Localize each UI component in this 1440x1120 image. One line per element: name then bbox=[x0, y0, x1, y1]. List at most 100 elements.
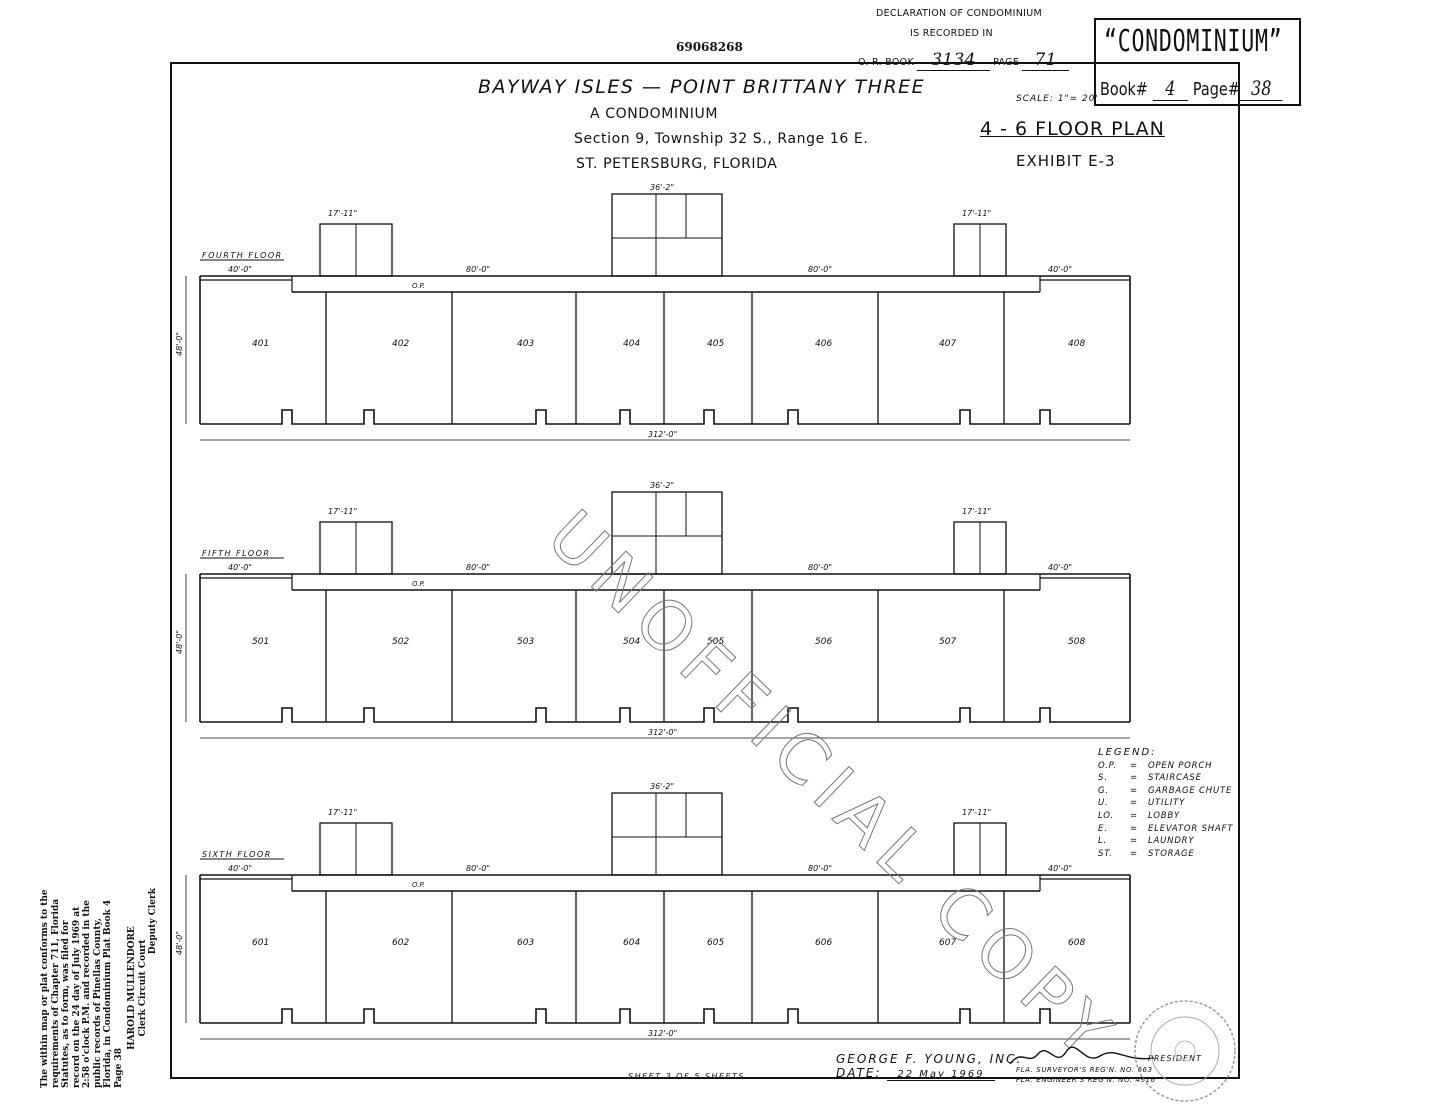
total-length-dim: 312'-0" bbox=[648, 430, 677, 439]
total-length-dim: 312'-0" bbox=[648, 1029, 677, 1038]
condominium-stamp: “CONDOMINIUM” Book# 4 Page#38 bbox=[1094, 18, 1301, 106]
certification-text: The within map or plat conforms to the r… bbox=[40, 889, 124, 1088]
deputy-clerk: Deputy Clerk bbox=[148, 888, 158, 955]
legend-item: U.=UTILITY bbox=[1098, 798, 1186, 809]
mid-run-dim: 80'-0" bbox=[466, 265, 490, 274]
declaration-line-1: DECLARATION OF CONDOMINIUM bbox=[876, 8, 1042, 19]
stamp-page-value: 38 bbox=[1239, 76, 1283, 101]
plan-title: 4 - 6 FLOOR PLAN bbox=[980, 118, 1165, 140]
or-book-value: 3134 bbox=[917, 50, 990, 71]
unit-number: 402 bbox=[392, 339, 409, 349]
legend-title: LEGEND: bbox=[1098, 747, 1157, 758]
unit-number: 608 bbox=[1068, 938, 1085, 948]
core-width-dim: 36'-2" bbox=[650, 183, 674, 192]
legend-item: O.P.=OPEN PORCH bbox=[1098, 760, 1213, 771]
total-length-dim: 312'-0" bbox=[648, 728, 677, 737]
project-title: BAYWAY ISLES — POINT BRITTANY THREE bbox=[478, 76, 926, 98]
legend-item: G.=GARBAGE CHUTE bbox=[1098, 785, 1233, 796]
legend: LEGEND: O.P.=OPEN PORCH S.=STAIRCASE G.=… bbox=[1098, 747, 1233, 860]
unit-number: 408 bbox=[1068, 339, 1085, 349]
scale-note: SCALE: 1"= 20' bbox=[1016, 94, 1099, 104]
date-label: DATE: bbox=[836, 1066, 882, 1080]
unit-number: 506 bbox=[815, 637, 832, 647]
stair-width-dim: 17'-11" bbox=[962, 507, 991, 516]
end-wing-dim: 40'-0" bbox=[228, 864, 252, 873]
sheet-number: SHEET 3 OF 5 SHEETS bbox=[628, 1072, 746, 1081]
exhibit-label: EXHIBIT E-3 bbox=[1016, 152, 1116, 170]
stamp-book-value: 4 bbox=[1152, 76, 1189, 101]
mid-run-dim: 80'-0" bbox=[808, 563, 832, 572]
stamp-book-row: Book# 4 Page#38 bbox=[1100, 76, 1283, 101]
end-wing-dim: 40'-0" bbox=[228, 265, 252, 274]
unit-number: 401 bbox=[252, 339, 269, 349]
building-outline bbox=[200, 409, 1130, 425]
president-title: PRESIDENT bbox=[1148, 1054, 1202, 1063]
date-value: 22 May 1969 bbox=[887, 1069, 995, 1081]
engineer-seal bbox=[1134, 1000, 1236, 1102]
unit-number: 407 bbox=[939, 339, 956, 349]
floor-label: FOURTH FLOOR bbox=[202, 251, 283, 260]
unit-number: 502 bbox=[392, 637, 409, 647]
legend-item: ST.=STORAGE bbox=[1098, 848, 1195, 859]
unit-number: 607 bbox=[939, 938, 956, 948]
drawing-border bbox=[170, 62, 1240, 1079]
porch-label: O.P. bbox=[412, 282, 425, 290]
depth-dim: 48'-0" bbox=[175, 332, 184, 356]
mid-run-dim: 80'-0" bbox=[466, 864, 490, 873]
floor-plan: 501 502 503 504 505 506 507 508 17'-11" 17'-11" 36… bbox=[175, 481, 1131, 739]
depth-dim: 48'-0" bbox=[175, 931, 184, 955]
drawing-date: DATE: 22 May 1969 bbox=[836, 1066, 995, 1081]
unit-number: 404 bbox=[623, 339, 640, 349]
legal-section: Section 9, Township 32 S., Range 16 E. bbox=[574, 131, 869, 147]
surveyor-reg: FLA. SURVEYOR'S REG'N. NO. 663 bbox=[1016, 1066, 1153, 1074]
unit-number: 508 bbox=[1068, 637, 1085, 647]
condo-type: A CONDOMINIUM bbox=[590, 106, 719, 122]
porch-label: O.P. bbox=[412, 881, 425, 889]
floor-label: SIXTH FLOOR bbox=[202, 850, 272, 859]
unofficial-copy-watermark: UNOFFICIAL COPY bbox=[532, 496, 1132, 1079]
legend-item: LO.=LOBBY bbox=[1098, 810, 1180, 821]
city-state: ST. PETERSBURG, FLORIDA bbox=[576, 156, 778, 172]
unit-number: 606 bbox=[815, 938, 832, 948]
core-width-dim: 36'-2" bbox=[650, 782, 674, 791]
clerk-title: Clerk Circuit Court bbox=[137, 939, 148, 1037]
stair-width-dim: 17'-11" bbox=[328, 209, 357, 218]
unit-number: 507 bbox=[939, 637, 956, 647]
stair-width-dim: 17'-11" bbox=[328, 507, 357, 516]
firm-name: GEORGE F. YOUNG, INC. bbox=[836, 1052, 1023, 1066]
end-wing-dim: 40'-0" bbox=[1048, 265, 1072, 274]
elevator-core bbox=[611, 491, 723, 575]
legend-item: E.=ELEVATOR SHAFT bbox=[1098, 823, 1234, 834]
clerk-certification: The within map or plat conforms to the r… bbox=[40, 888, 159, 1088]
or-page-value: 71 bbox=[1022, 50, 1069, 71]
unit-number: 603 bbox=[517, 938, 534, 948]
elevator-core bbox=[611, 792, 723, 876]
stair-width-dim: 17'-11" bbox=[328, 808, 357, 817]
unit-number: 605 bbox=[707, 938, 724, 948]
building-outline bbox=[200, 707, 1130, 723]
declaration-line-2: IS RECORDED IN bbox=[910, 28, 993, 39]
document-number: 69068268 bbox=[676, 40, 743, 54]
end-wing-dim: 40'-0" bbox=[1048, 864, 1072, 873]
unit-number: 501 bbox=[252, 637, 269, 647]
stamp-book-label: Book# bbox=[1100, 79, 1148, 100]
president-signature bbox=[1009, 1046, 1155, 1065]
mid-run-dim: 80'-0" bbox=[466, 563, 490, 572]
unit-number: 405 bbox=[707, 339, 724, 349]
core-width-dim: 36'-2" bbox=[650, 481, 674, 490]
unit-number: 503 bbox=[517, 637, 534, 647]
elevator-core bbox=[611, 193, 723, 277]
unit-number: 504 bbox=[623, 637, 640, 647]
unit-number: 604 bbox=[623, 938, 640, 948]
unit-number: 602 bbox=[392, 938, 409, 948]
stamp-title: “CONDOMINIUM” bbox=[1104, 24, 1283, 59]
depth-dim: 48'-0" bbox=[175, 630, 184, 654]
engineer-reg: FLA. ENGINEER'S REG'N. NO. 4916 bbox=[1016, 1076, 1156, 1084]
end-wing-dim: 40'-0" bbox=[228, 563, 252, 572]
unit-number: 505 bbox=[707, 637, 724, 647]
floor-label: FIFTH FLOOR bbox=[202, 549, 270, 558]
porch-label: O.P. bbox=[412, 580, 425, 588]
